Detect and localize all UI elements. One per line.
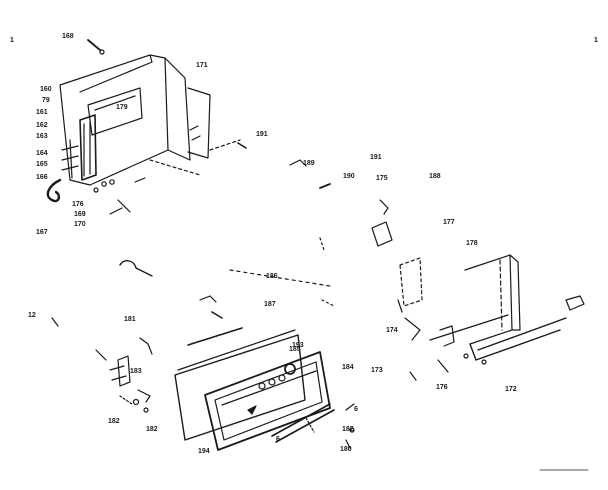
corner-mark-left: 1 [10, 37, 14, 44]
part-label-182-left: 182 [108, 418, 120, 425]
part-label-178-top: 178 [466, 240, 478, 247]
part-label-184: 184 [342, 364, 354, 371]
part-label-171: 171 [196, 62, 208, 69]
part-label-187: 187 [264, 301, 276, 308]
part-label-178-bottom: 176 [436, 384, 448, 391]
part-label-180: 180 [340, 446, 352, 453]
part-label-12: 12 [28, 312, 36, 319]
part-label-79: 79 [42, 97, 50, 104]
part-label-172: 172 [505, 386, 517, 393]
part-label-177: 177 [443, 219, 455, 226]
part-label-182-mid: 182 [146, 426, 158, 433]
upper-housing [46, 39, 241, 215]
part-label-194: 194 [198, 448, 210, 455]
part-label-167: 167 [36, 229, 48, 236]
part-label-6-b: 6 [276, 436, 280, 443]
part-label-188: 188 [429, 173, 441, 180]
part-label-185: 185 [289, 346, 301, 353]
part-label-163: 163 [36, 133, 48, 140]
part-label-189: 189 [303, 160, 315, 167]
part-label-165: 165 [36, 161, 48, 168]
part-label-183: 183 [130, 368, 142, 375]
part-label-193: 193 [292, 342, 304, 349]
part-label-179: 179 [116, 104, 128, 111]
part-label-170: 170 [74, 221, 86, 228]
part-label-174: 174 [386, 327, 398, 334]
lower-panel-assembly [51, 317, 355, 451]
part-label-168: 168 [62, 33, 74, 40]
part-label-6-a: 6 [354, 406, 358, 413]
right-frame-assembly [397, 254, 585, 381]
part-label-186: 186 [266, 273, 278, 280]
part-label-160: 160 [40, 86, 52, 93]
part-label-181: 181 [124, 316, 136, 323]
part-label-161: 161 [36, 109, 48, 116]
part-label-166: 166 [36, 174, 48, 181]
part-label-191-a: 191 [256, 131, 268, 138]
part-label-176-upper: 176 [72, 201, 84, 208]
middle-parts [119, 142, 393, 319]
part-label-164: 164 [36, 150, 48, 157]
part-label-182-right: 182 [342, 426, 354, 433]
part-label-169: 169 [74, 211, 86, 218]
part-label-191-b: 191 [370, 154, 382, 161]
part-label-173: 173 [371, 367, 383, 374]
corner-mark-right: 1 [594, 37, 598, 44]
part-label-175: 175 [376, 175, 388, 182]
part-label-190: 190 [343, 173, 355, 180]
part-label-162: 162 [36, 122, 48, 129]
